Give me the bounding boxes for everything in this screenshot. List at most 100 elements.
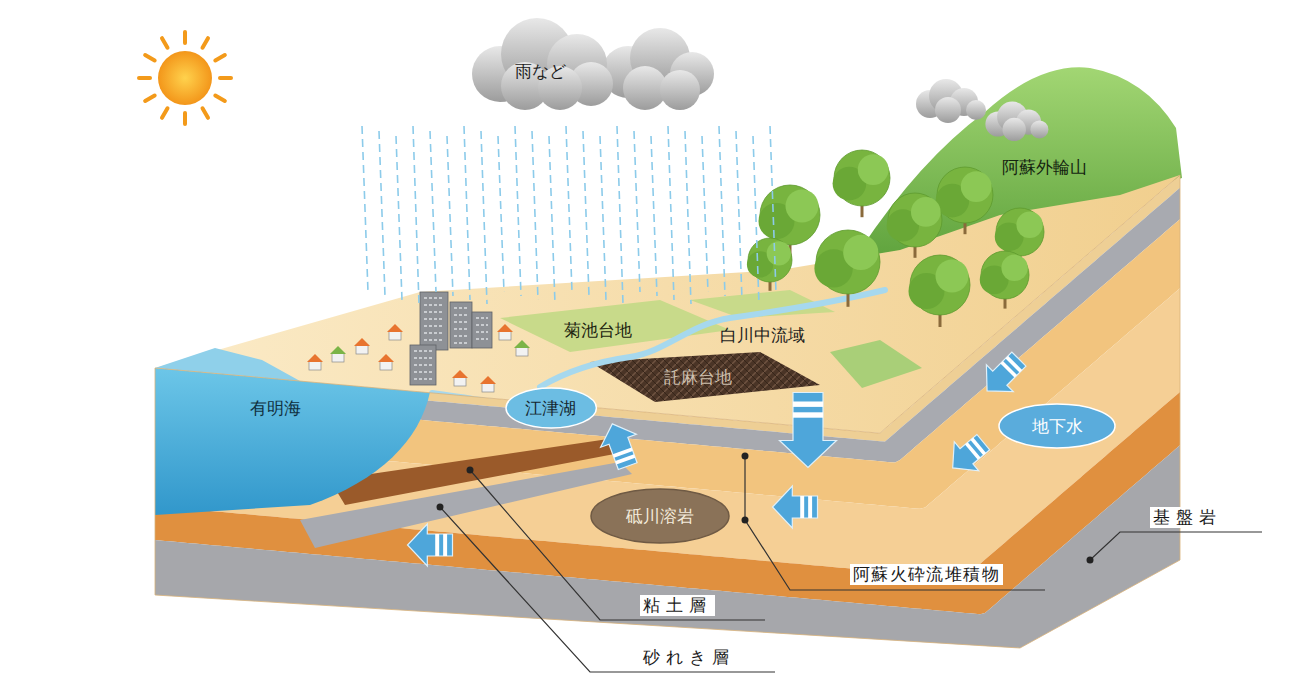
cloud-puff <box>966 100 986 120</box>
house-icon <box>452 370 468 386</box>
arrow-stripe <box>435 534 439 556</box>
leader-line <box>745 456 1045 590</box>
flow-arrow <box>773 486 818 528</box>
cloud-puff <box>1003 118 1026 141</box>
sun-ray <box>139 76 150 80</box>
layer-label-box: 砂れき層 <box>640 647 738 668</box>
building-icon <box>450 302 472 348</box>
tree-crown <box>936 260 969 293</box>
rain-cloud <box>602 28 714 110</box>
sun-ray <box>203 108 209 118</box>
building-window <box>454 328 468 330</box>
flow-arrow <box>594 417 645 472</box>
leader-dot <box>437 504 444 511</box>
building-window <box>424 297 444 299</box>
building-window <box>424 339 444 341</box>
layer-label: 基盤岩 <box>1150 507 1225 528</box>
sun-ray <box>220 76 231 80</box>
tree-crown <box>767 241 791 265</box>
cloud-puff <box>660 70 700 110</box>
building-window <box>454 321 468 323</box>
tree-crown <box>1016 212 1042 238</box>
house-wall <box>499 331 511 340</box>
tree-crown <box>1001 255 1027 281</box>
sea-face <box>155 368 430 515</box>
building-body <box>410 345 436 385</box>
rain-line <box>736 131 742 300</box>
building-body <box>420 292 448 350</box>
house-roof <box>330 346 346 354</box>
arrow-body <box>780 393 837 468</box>
sun-ray <box>145 96 155 102</box>
cloud-icon <box>916 79 986 123</box>
rain-cloud-node: 雨など <box>465 12 615 112</box>
ellipse-outline <box>999 404 1115 448</box>
rain-line <box>549 136 555 304</box>
sun-ray <box>215 96 225 102</box>
building-window <box>414 378 432 380</box>
cloud-icon <box>985 102 1048 142</box>
sun-ray <box>183 32 187 43</box>
region-label: 託麻台地 <box>664 367 732 388</box>
building-icon <box>420 292 448 350</box>
arrow-stripe <box>613 447 633 457</box>
rain-line <box>685 131 691 304</box>
house-wall <box>389 331 401 340</box>
sun-ray <box>183 113 187 124</box>
rain-line <box>634 131 640 292</box>
flow-arrow <box>408 524 453 566</box>
building-window <box>476 338 488 340</box>
rain-line <box>651 136 657 296</box>
house-roof <box>378 354 394 362</box>
arrow-body <box>940 428 995 483</box>
region-label-box: 託麻台地 <box>664 367 732 388</box>
layer-label: 阿蘇火砕流堆積物 <box>850 564 1003 585</box>
leader-dot <box>467 467 474 474</box>
arrow-stripe <box>793 402 823 407</box>
house-icon <box>354 338 370 354</box>
leader-line <box>1090 532 1262 560</box>
region-label-box: 菊池台地 <box>564 320 632 341</box>
region-label-box: 有明海 <box>250 398 301 419</box>
house-wall <box>516 347 528 356</box>
sun-icon <box>139 32 231 124</box>
rain-line <box>430 131 436 292</box>
flow-arrow <box>780 393 837 468</box>
house-wall <box>309 361 321 370</box>
house-icon <box>330 346 346 362</box>
arrow-stripe <box>808 496 812 518</box>
arrow-stripe <box>793 412 823 417</box>
rain-line <box>413 126 419 304</box>
building-window <box>454 314 468 316</box>
house-wall <box>454 377 466 386</box>
house-icon <box>480 376 496 392</box>
house-wall <box>380 361 392 370</box>
rain-line <box>464 126 470 300</box>
sun-ray <box>215 55 225 61</box>
arrow-stripe <box>443 534 447 556</box>
groundwater-ellipse: 地下水 <box>998 403 1116 449</box>
building-window <box>414 364 432 366</box>
house-wall <box>356 345 368 354</box>
flow-arrow <box>974 346 1033 405</box>
tree-crown <box>843 235 878 270</box>
node-text: 江津湖 <box>525 398 576 418</box>
cross-section <box>155 175 1180 686</box>
rain-line <box>396 136 402 300</box>
building-window <box>424 311 444 313</box>
building-body <box>472 312 492 348</box>
building-window <box>424 304 444 306</box>
rain-line <box>600 136 606 300</box>
tree-crown <box>786 190 819 223</box>
arrow-body <box>408 524 453 566</box>
tree-icon <box>814 230 880 307</box>
node-text: 地下水 <box>1032 416 1083 436</box>
building-window <box>424 332 444 334</box>
tree-icon <box>887 193 942 258</box>
building-window <box>476 331 488 333</box>
tree-icon <box>980 251 1029 309</box>
building-icon <box>472 312 492 348</box>
leader-lines <box>437 453 1263 673</box>
node-text: 砥川溶岩 <box>626 506 694 526</box>
